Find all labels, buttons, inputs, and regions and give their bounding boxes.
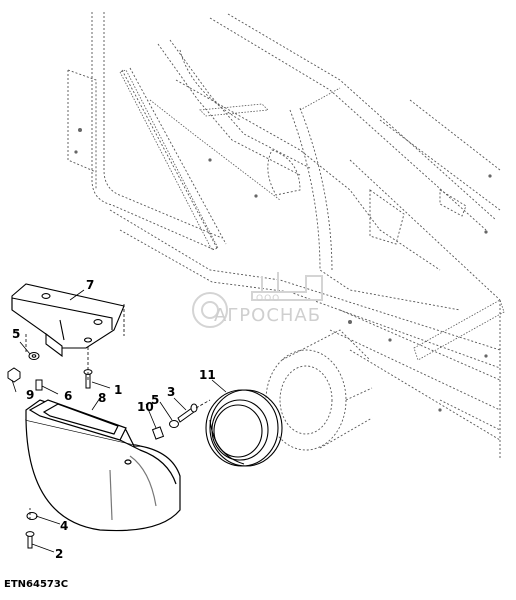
watermark-prefix: ООО bbox=[256, 294, 281, 304]
callout-6: 6 bbox=[64, 389, 73, 403]
callout-10: 10 bbox=[137, 400, 154, 414]
cab-frame bbox=[67, 12, 501, 460]
hardware bbox=[7, 352, 198, 549]
duct-housing bbox=[25, 399, 181, 532]
callout-9: 9 bbox=[26, 388, 35, 402]
bolt-1 bbox=[85, 373, 91, 389]
callout-1: 1 bbox=[114, 383, 123, 397]
frame-fasteners bbox=[74, 128, 492, 412]
mounting-bracket bbox=[11, 283, 125, 358]
callout-2: 2 bbox=[55, 547, 64, 561]
spacer-10 bbox=[151, 426, 165, 440]
washer-right bbox=[169, 420, 179, 428]
callout-11: 11 bbox=[199, 368, 216, 382]
leader-lines bbox=[11, 289, 227, 553]
callout-5-right: 5 bbox=[151, 393, 160, 407]
watermark-logo bbox=[192, 272, 323, 328]
figure-id: ETN64573C bbox=[4, 579, 69, 590]
callout-3: 3 bbox=[167, 385, 176, 399]
callout-4: 4 bbox=[60, 519, 69, 533]
washer-left-hole bbox=[31, 354, 37, 358]
bolt-3-head bbox=[190, 403, 198, 413]
bolt-2-head bbox=[25, 531, 35, 537]
spacer bbox=[35, 379, 43, 391]
seal-ring bbox=[205, 389, 283, 467]
callout-8: 8 bbox=[98, 391, 107, 405]
callout-7: 7 bbox=[86, 278, 95, 292]
watermark-text: АГРОСНАБ bbox=[214, 305, 322, 326]
washer-bottom bbox=[26, 512, 38, 520]
callout-5-left: 5 bbox=[12, 327, 21, 341]
nut bbox=[7, 367, 21, 383]
serrated-strips bbox=[119, 69, 505, 361]
